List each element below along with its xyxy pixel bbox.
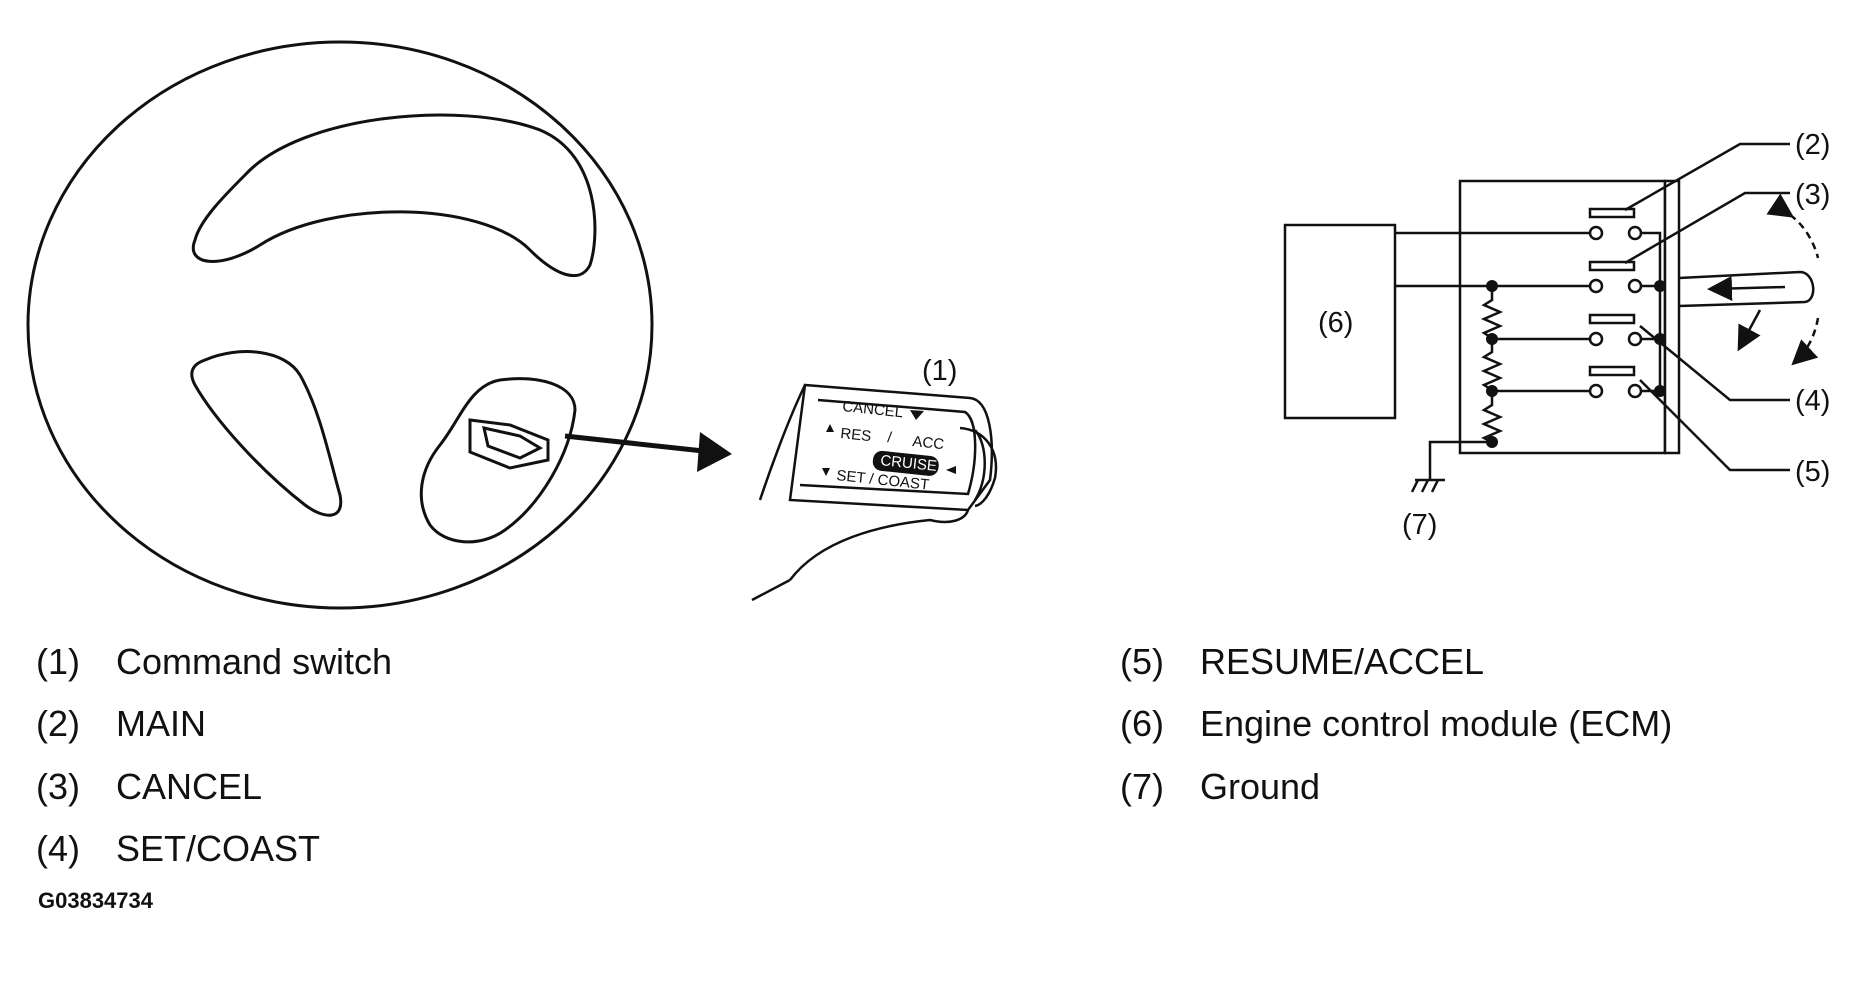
legend-label: MAIN — [116, 703, 206, 744]
wheel-left-opening — [190, 350, 343, 517]
legend-label: Ground — [1200, 766, 1321, 807]
callout-6: (6) — [1318, 307, 1353, 339]
circuit-schematic — [1283, 142, 1820, 493]
switch-res-label: RES — [840, 425, 872, 445]
callout-7: (7) — [1402, 509, 1437, 541]
legend-num: (5) — [1120, 641, 1164, 682]
legend-num: (1) — [36, 641, 80, 682]
steering-wheel — [26, 40, 654, 610]
legend-item-7: (7) Ground — [1120, 766, 1320, 808]
legend-label: RESUME/ACCEL — [1200, 641, 1485, 682]
callout-4: (4) — [1795, 385, 1830, 417]
legend-num: (3) — [36, 766, 80, 807]
switch-cruise-label: CRUISE — [880, 452, 938, 475]
res-arrow-icon — [826, 424, 834, 432]
switch-acc-label: ACC — [912, 433, 945, 453]
legend-num: (2) — [36, 703, 80, 744]
control-lever — [1678, 270, 1815, 308]
switch-cancel-label: CANCEL — [842, 398, 904, 421]
callout-5: (5) — [1795, 456, 1830, 488]
legend-item-6: (6) Engine control module (ECM) — [1120, 703, 1672, 745]
ground-wire — [1428, 440, 1492, 480]
legend-item-1: (1) Command switch — [36, 641, 392, 683]
set-arrow-icon — [822, 468, 830, 476]
legend-num: (4) — [36, 828, 80, 869]
junction-dots — [1486, 280, 1666, 448]
cruise-button — [872, 450, 939, 476]
detail-arrow — [564, 433, 723, 456]
legend-item-4: (4) SET/COAST — [36, 828, 320, 870]
cruise-arrow-icon — [946, 466, 956, 474]
command-switch-detail — [751, 383, 998, 602]
wheel-upper-opening — [191, 113, 597, 278]
legend-label: Engine control module (ECM) — [1200, 703, 1673, 744]
legend-item-5: (5) RESUME/ACCEL — [1120, 641, 1484, 683]
figure-id: G03834734 — [38, 888, 153, 913]
legend-item-2: (2) MAIN — [36, 703, 206, 745]
legend-item-3: (3) CANCEL — [36, 766, 262, 808]
legend-label: CANCEL — [116, 766, 263, 807]
callout-2: (2) — [1795, 129, 1830, 161]
wheel-right-opening — [419, 377, 577, 544]
wheel-switch — [468, 418, 550, 470]
ecm-box — [1283, 223, 1397, 420]
switch-slash-label: / — [887, 429, 894, 446]
legend-label: Command switch — [116, 641, 393, 682]
cancel-arrow-icon — [910, 410, 924, 420]
resistor-ladder — [1480, 286, 1504, 444]
callout-1: (1) — [922, 355, 957, 387]
legend-label: SET/COAST — [116, 828, 321, 869]
legend-num: (6) — [1120, 703, 1164, 744]
switch-text-labels: CANCEL RES / ACC CRUISE SET / COAST — [822, 398, 956, 494]
legend-num: (7) — [1120, 766, 1164, 807]
callout-3: (3) — [1795, 179, 1830, 211]
